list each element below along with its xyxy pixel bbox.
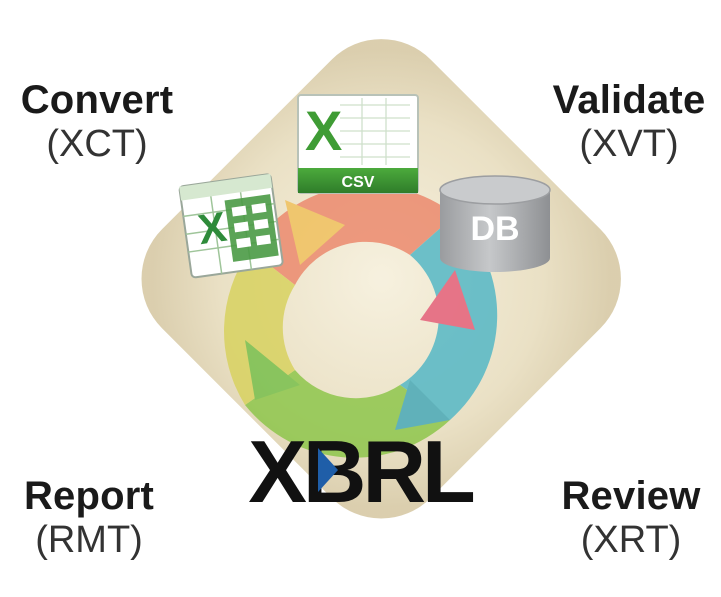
xbrl-logo-accent	[318, 448, 338, 492]
review-label: Review (XRT)	[542, 474, 720, 561]
review-code: (XRT)	[580, 518, 682, 561]
database-icon: DB	[439, 175, 551, 272]
convert-code: (XCT)	[46, 122, 148, 165]
cycle-ring	[224, 184, 498, 458]
convert-label: Convert (XCT)	[8, 78, 186, 165]
spreadsheet-icon: X	[178, 173, 284, 279]
report-title: Report	[23, 474, 155, 518]
validate-title: Validate	[552, 78, 706, 122]
convert-title: Convert	[20, 78, 174, 122]
database-label: DB	[470, 210, 519, 248]
validate-label: Validate (XVT)	[540, 78, 718, 165]
report-label: Report (RMT)	[0, 474, 178, 561]
cycle-arrow-left-icon	[245, 340, 300, 400]
review-title: Review	[561, 474, 701, 518]
csv-icon: X CSV	[297, 94, 419, 194]
xbrl-logo-text: XBRL	[248, 422, 474, 521]
spreadsheet-glyph: X	[195, 203, 229, 253]
xbrl-logo: XBRL	[248, 422, 478, 521]
csv-glyph: X	[305, 99, 342, 162]
csv-label: CSV	[342, 174, 375, 191]
cycle-arrow-bottom-icon	[395, 380, 450, 430]
report-code: (RMT)	[35, 518, 143, 561]
cycle-segment-left	[224, 250, 295, 405]
cycle-arrow-top-icon	[285, 200, 345, 265]
validate-code: (XVT)	[579, 122, 679, 165]
cycle-arrow-right-icon	[420, 270, 475, 330]
cycle-segment-bottom	[245, 370, 450, 458]
